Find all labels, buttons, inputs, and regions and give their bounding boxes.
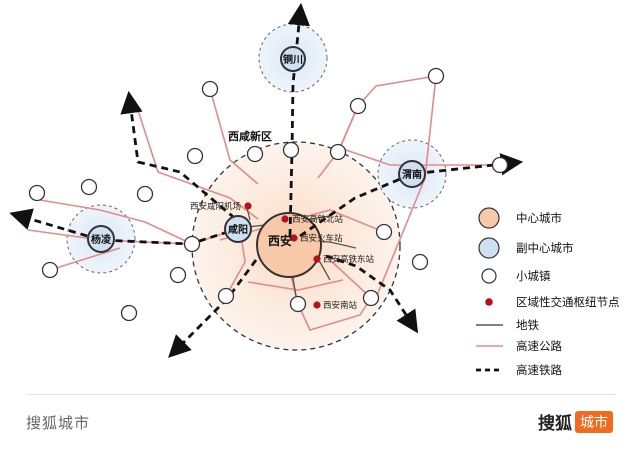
hsr-line	[9, 208, 241, 246]
legend-central-swatch	[478, 207, 500, 229]
sub-centers	[87, 46, 426, 253]
hsr-line	[168, 259, 258, 358]
hub-label-station: 西安火车站	[300, 233, 343, 244]
hub-node	[313, 255, 321, 263]
town-node	[201, 80, 219, 98]
hub-node	[290, 234, 298, 242]
xian-central-city	[256, 212, 322, 278]
region-label: 西咸新区	[228, 129, 272, 143]
small-towns	[28, 67, 509, 322]
tongchuan-label: 铜川	[283, 53, 303, 66]
highway-line	[329, 259, 372, 299]
legend-sub-swatch	[478, 237, 500, 259]
xianyang-label: 咸阳	[228, 223, 248, 236]
legend-town-swatch	[481, 268, 497, 284]
sohu-city-logo: 搜狐 城市	[538, 409, 613, 434]
highway-line	[219, 209, 385, 241]
hub-label-north: 西安高铁北站	[292, 214, 344, 225]
highway-line	[39, 199, 193, 245]
hsr-line	[299, 153, 524, 238]
hub-node	[281, 215, 289, 223]
footer-divider	[26, 394, 615, 395]
town-node	[217, 287, 235, 305]
town-node	[28, 184, 46, 202]
legend-hub-swatch	[485, 298, 493, 306]
town-node	[282, 141, 300, 159]
town-node	[329, 143, 347, 161]
legend-highway-label: 高速公路	[516, 339, 562, 353]
hsr-line	[120, 90, 245, 228]
highway-line	[357, 75, 437, 107]
hub-nodes	[244, 202, 321, 309]
town-node	[427, 67, 445, 85]
town-node	[183, 235, 201, 253]
hub-label-south: 西安南站	[323, 300, 358, 311]
town-node	[349, 97, 367, 115]
highway-line	[209, 88, 259, 185]
highway-line	[49, 247, 121, 271]
hsr-line	[325, 254, 419, 334]
town-node	[41, 261, 59, 279]
xianyang-city	[224, 215, 252, 243]
town-node	[375, 223, 393, 241]
logo-badge: 城市	[575, 410, 613, 433]
highway-line	[338, 105, 500, 166]
weinan-label: 渭南	[402, 168, 422, 181]
legend-town-label: 小城镇	[516, 269, 551, 283]
yangling-label: 杨凌	[91, 233, 112, 246]
town-node	[136, 185, 154, 203]
town-node	[169, 266, 187, 284]
hub-label-east: 西安高铁东站	[323, 254, 375, 265]
yangling-city	[87, 225, 115, 253]
hub-node	[313, 301, 321, 309]
legend-metro-label: 地铁	[516, 318, 539, 332]
town-node	[80, 178, 98, 196]
hsr-network	[9, 2, 524, 358]
legend-sub-label: 副中心城市	[516, 241, 574, 255]
legend-hub-label: 区域性交通枢纽节点	[516, 295, 620, 309]
xian-label: 西安	[268, 233, 292, 248]
town-node	[362, 289, 380, 307]
hub-node	[244, 202, 252, 210]
tongchuan-city	[280, 46, 306, 72]
logo-brand-text: 搜狐	[538, 414, 572, 434]
hub-label-airport: 西安咸阳机场	[190, 201, 241, 212]
town-node	[120, 304, 138, 322]
legend-hsr-label: 高速铁路	[516, 363, 562, 377]
town-node	[289, 295, 307, 313]
weinan-city	[398, 160, 426, 188]
legend-central-label: 中心城市	[516, 211, 562, 225]
legend: 中心城市 副中心城市 小城镇 区域性交通枢纽节点 地铁 高速公路 高速铁路	[476, 207, 620, 377]
town-node	[186, 147, 204, 165]
footer-source: 搜狐城市	[26, 414, 91, 432]
town-node	[246, 145, 264, 163]
town-node	[411, 253, 429, 271]
highway-line	[247, 279, 344, 291]
town-node	[491, 156, 509, 174]
